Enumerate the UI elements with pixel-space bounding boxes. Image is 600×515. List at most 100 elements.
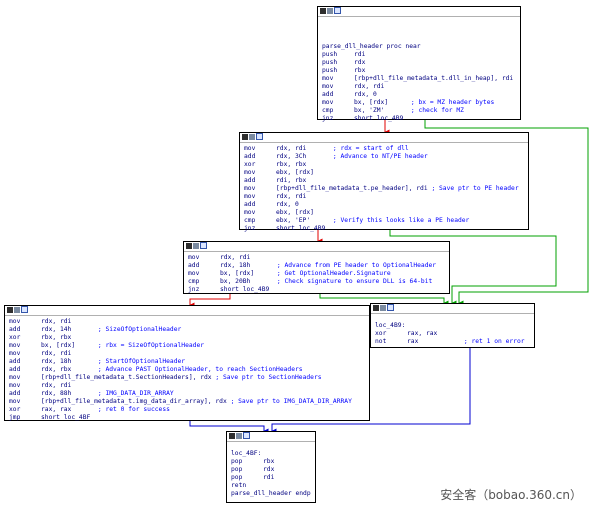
graph-icon [380, 305, 386, 311]
code-label-line[interactable]: parse_dll_header endp [231, 490, 311, 498]
mnemonic: mov [188, 254, 200, 261]
mnemonic: jnz [188, 286, 200, 293]
operands: rdx, 18h [220, 262, 277, 269]
code-label: parse_dll_header endp [231, 490, 311, 497]
edge-loc4b9-loc4bf [271, 348, 471, 434]
code-label-line[interactable]: parse_dll_header proc near [322, 43, 516, 51]
operands: rdi [354, 51, 366, 58]
grid-icon [243, 432, 250, 439]
graph-icon [236, 433, 242, 439]
operands: rdx, rdi [276, 193, 307, 200]
grid-icon [21, 306, 28, 313]
color-icon [229, 433, 235, 439]
operands: [rbp+dll_file_metadata_t.pe_header], rdi [276, 185, 432, 192]
mnemonic: add [9, 366, 21, 373]
operands: bx, 'ZM' [354, 107, 411, 114]
mnemonic: mov [322, 83, 334, 90]
mnemonic: mov [9, 398, 21, 405]
mnemonic: mov [9, 342, 21, 349]
color-icon [7, 307, 13, 313]
comment: ; Advance to NT/PE header [332, 153, 428, 160]
mnemonic: mov [244, 209, 256, 216]
code-label-line[interactable]: loc_4BF: [231, 450, 311, 458]
code-instruction-line[interactable]: mov[rbp+dll_file_metadata_t.SectionHeade… [9, 374, 365, 382]
operands: rdx, 88h [41, 390, 98, 397]
mnemonic: jnz [322, 115, 334, 122]
mnemonic: mov [244, 169, 256, 176]
operands: [rbp+dll_file_metadata_t.SectionHeaders]… [41, 374, 216, 381]
graph-icon [14, 307, 20, 313]
comment: ; Check signature to ensure DLL is 64-bi… [276, 278, 433, 285]
mnemonic: push [322, 59, 338, 66]
block-title-bar [227, 432, 315, 442]
comment: ; rbx = SizeOfOptionalHeader [97, 342, 205, 349]
comment: ; Verify this looks like a PE header [332, 217, 470, 224]
grid-icon [387, 304, 394, 311]
comment: ; Save ptr to SectionHeaders [215, 374, 322, 381]
mnemonic: xor [9, 334, 21, 341]
color-icon [186, 243, 192, 249]
mnemonic: not [375, 338, 387, 345]
operands: rdx, 18h [41, 358, 98, 365]
operands: rdi, rbx [276, 177, 307, 184]
mnemonic: add [244, 201, 256, 208]
code-instruction-line[interactable]: mov[rbp+dll_file_metadata_t.img_data_dir… [9, 398, 365, 406]
mnemonic: cmp [322, 107, 334, 114]
code-instruction-line[interactable]: retn [231, 482, 311, 490]
operands: bx, [rdx] [354, 99, 411, 106]
code-label-line[interactable]: loc_4B9: [375, 322, 530, 330]
graph-icon [327, 8, 333, 14]
mnemonic: mov [9, 382, 21, 389]
edge-b1-loc4b9 [389, 230, 557, 306]
code-instruction-line[interactable]: mov[rbp+dll_file_metadata_t.pe_header], … [244, 185, 524, 193]
code-instruction-line[interactable]: mov[rbp+dll_file_metadata_t.dll_in_heap]… [322, 75, 516, 83]
